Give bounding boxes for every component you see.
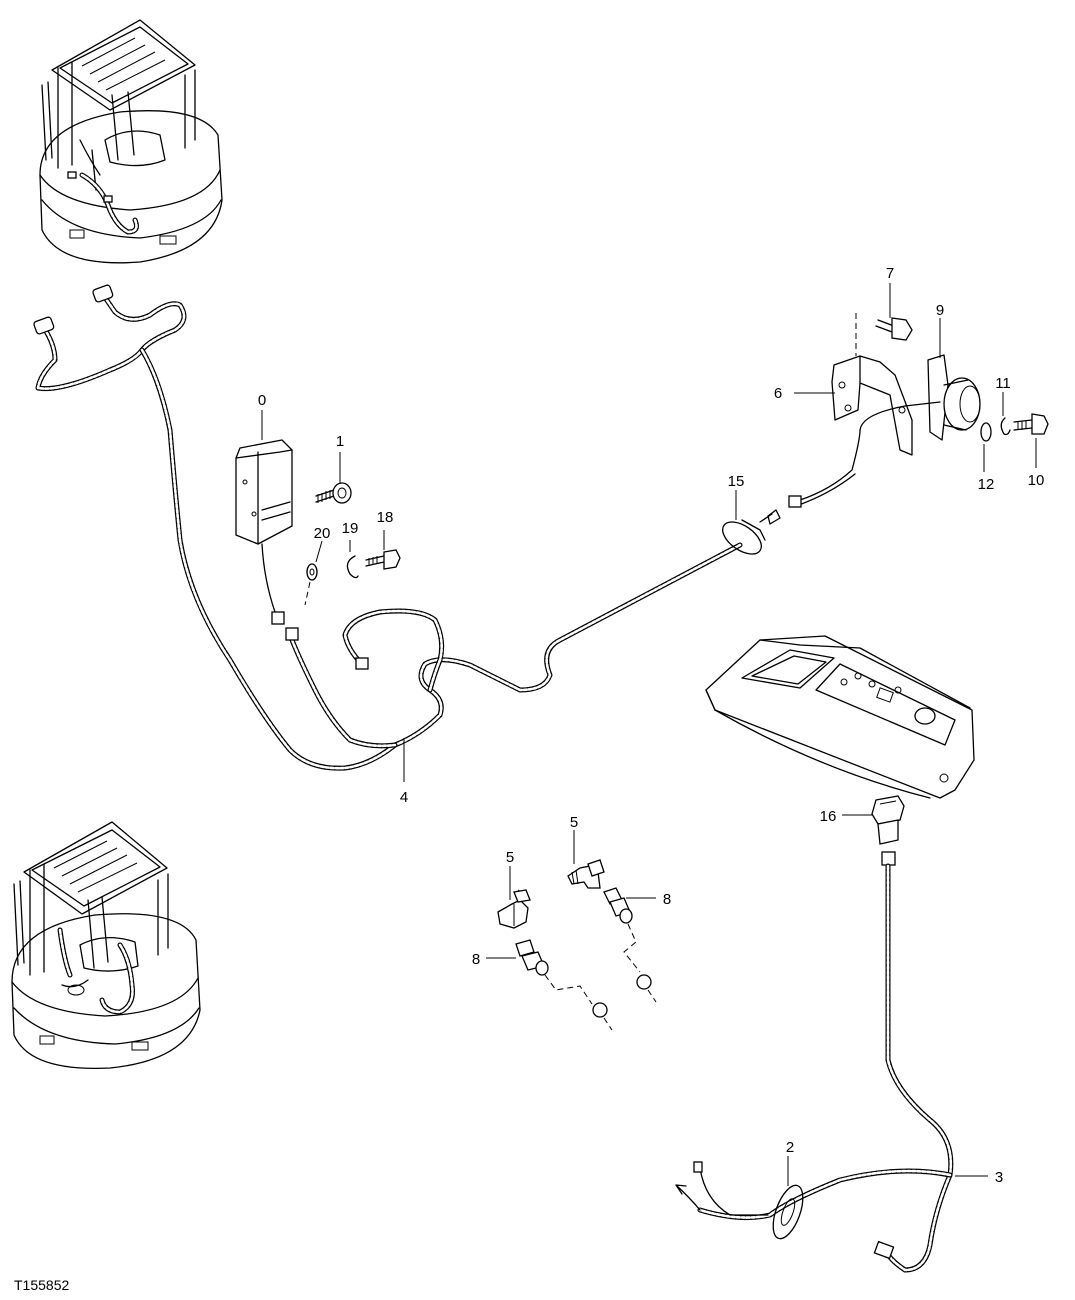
elbow-fitting-5-right [567, 859, 605, 889]
callout-1: 1 [336, 433, 344, 450]
connector-8-left [515, 939, 613, 1031]
callout-8: 8 [663, 891, 671, 908]
bolt-10 [1013, 413, 1049, 435]
machine-view-top [39, 19, 223, 264]
callout-9: 9 [936, 302, 944, 319]
callout-12: 12 [978, 476, 995, 493]
alarm-lead [788, 401, 941, 508]
callout-6: 6 [774, 385, 782, 402]
lockwasher-11 [1000, 417, 1011, 436]
callout-labels: 0 1 2 3 4 5 5 6 7 8 8 9 10 11 12 15 16 1… [258, 265, 1045, 1186]
washer-12 [980, 422, 992, 442]
bolt-7 [875, 317, 913, 341]
callout-20: 20 [314, 525, 331, 542]
callout-19: 19 [342, 520, 359, 537]
operator-console [705, 635, 975, 799]
connector-8-right [603, 887, 657, 1003]
callout-18: 18 [377, 509, 394, 526]
grommet-2 [772, 1184, 804, 1240]
callout-0: 0 [258, 392, 266, 409]
callout-15: 15 [728, 473, 745, 490]
alarm-box-0 [235, 439, 293, 625]
wiring-harness-4 [33, 284, 743, 771]
mounting-bracket-6 [831, 313, 913, 456]
bolt-1 [315, 482, 352, 504]
callout-2: 2 [786, 1139, 794, 1156]
callout-16: 16 [820, 808, 837, 825]
callout-4: 4 [400, 789, 408, 806]
callout-10: 10 [1028, 472, 1045, 489]
callout-5: 5 [570, 814, 578, 831]
bolt-18 [365, 549, 401, 570]
cable-clamp-15 [722, 509, 781, 555]
wiring-harness-3 [675, 863, 954, 1273]
alarm-switch-16 [871, 795, 905, 866]
callout-5: 5 [506, 849, 514, 866]
washer-20 [304, 563, 318, 606]
callout-8: 8 [472, 951, 480, 968]
figure-id: T155852 [14, 1277, 69, 1293]
callout-3: 3 [995, 1169, 1003, 1186]
backup-alarm-9 [927, 354, 981, 441]
callout-7: 7 [886, 265, 894, 282]
callout-11: 11 [995, 375, 1011, 392]
callout-leaders [261, 283, 1037, 1186]
elbow-fitting-5-left [497, 889, 531, 929]
machine-view-bottom [11, 821, 201, 1070]
lockwasher-19 [346, 555, 359, 579]
